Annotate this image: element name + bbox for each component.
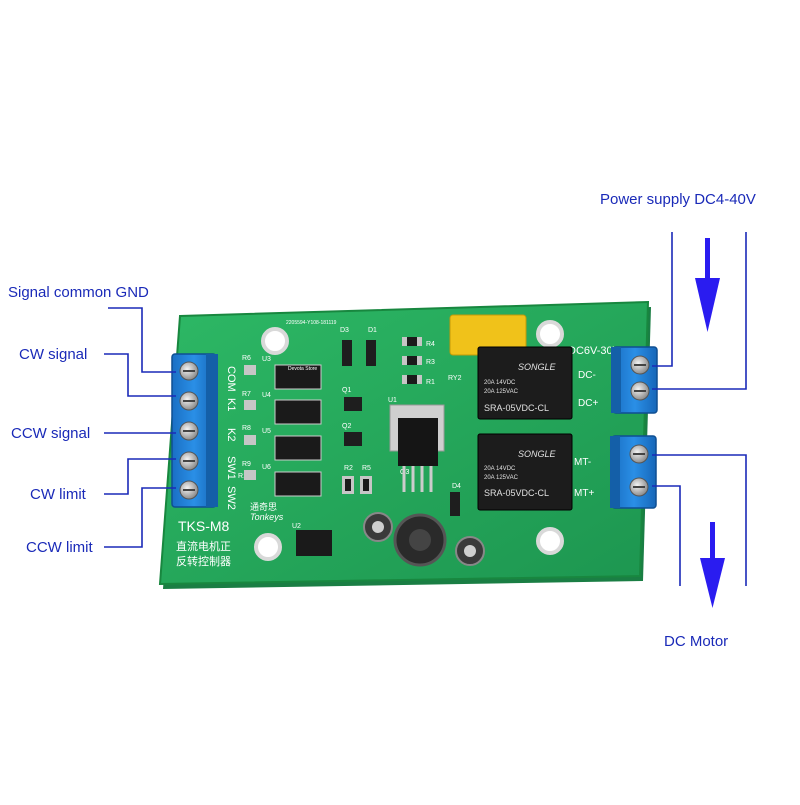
svg-text:RY2: RY2 xyxy=(448,375,462,382)
motor-arrow-icon xyxy=(700,522,725,608)
mounting-holes xyxy=(254,320,564,561)
optocoupler-row: Devota Store xyxy=(274,364,322,497)
leader-signal-gnd xyxy=(108,307,176,373)
mt-minus-text: MT- xyxy=(574,457,591,468)
cw-limit-label: CW limit xyxy=(30,486,86,503)
svg-text:R3: R3 xyxy=(426,359,435,366)
svg-text:D1: D1 xyxy=(368,327,377,334)
power-supply-label: Power supply DC4-40V xyxy=(600,191,756,208)
svg-text:D3: D3 xyxy=(340,327,349,334)
motor-terminal-block xyxy=(610,435,657,509)
leader-power-plus xyxy=(652,232,747,390)
pin-label-k2: K2 xyxy=(225,428,237,441)
smd-components xyxy=(244,337,460,556)
board-chinese-line2: 反转控制器 xyxy=(176,554,231,568)
svg-text:R7: R7 xyxy=(242,391,251,398)
ccw-limit-label: CCW limit xyxy=(26,539,93,556)
pin-label-sw1: SW1 xyxy=(225,456,237,480)
svg-text:R4: R4 xyxy=(426,341,435,348)
svg-text:R8: R8 xyxy=(242,425,251,432)
board-model-text: TKS-M8 xyxy=(178,518,230,534)
input-terminal-block xyxy=(171,353,218,508)
leader-cw-limit xyxy=(104,458,176,495)
svg-text:U3: U3 xyxy=(262,356,271,363)
svg-text:R9: R9 xyxy=(242,461,251,468)
svg-text:20A 14VDC: 20A 14VDC xyxy=(484,466,516,472)
input-pin-labels: COM K1 K2 SW1 SW2 xyxy=(225,366,237,510)
board-brand-text: Tonkeys xyxy=(250,512,284,522)
dc-minus-text: DC- xyxy=(578,370,596,381)
leader-motor-plus xyxy=(652,485,681,586)
svg-text:U1: U1 xyxy=(388,397,397,404)
ccw-signal-label: CCW signal xyxy=(11,425,91,442)
relay-upper: SONGLE 20A 14VDC 20A 125VAC SRA-05VDC-CL xyxy=(477,346,573,420)
voltage-regulator xyxy=(389,404,445,492)
pin-label-sw2: SW2 xyxy=(225,486,237,510)
power-components xyxy=(363,512,485,567)
svg-text:R6: R6 xyxy=(242,355,251,362)
svg-text:U5: U5 xyxy=(262,428,271,435)
board-serial-text: 2205594-Y108-181119 xyxy=(286,320,337,326)
leader-lines xyxy=(104,232,747,586)
power-terminal-block xyxy=(611,346,658,414)
svg-text:R1: R1 xyxy=(426,379,435,386)
supply-range-text: DC6V-30V xyxy=(568,345,621,357)
svg-text:U4: U4 xyxy=(262,392,271,399)
svg-text:U2: U2 xyxy=(292,523,301,530)
leader-ccw-limit xyxy=(104,487,176,548)
cw-signal-label: CW signal xyxy=(19,346,88,363)
pin-label-k1: K1 xyxy=(225,398,237,411)
svg-text:R5: R5 xyxy=(362,465,371,472)
dc-motor-label: DC Motor xyxy=(664,633,729,650)
svg-text:R2: R2 xyxy=(344,465,353,472)
dc-plus-text: DC+ xyxy=(578,398,598,409)
leader-motor-minus xyxy=(652,454,747,586)
pin-label-com: COM xyxy=(225,366,237,392)
svg-text:20A 14VDC: 20A 14VDC xyxy=(484,380,516,386)
svg-text:U6: U6 xyxy=(262,464,271,471)
svg-text:SRA-05VDC-CL: SRA-05VDC-CL xyxy=(484,403,549,413)
store-watermark: Devota Store xyxy=(288,366,317,372)
svg-text:20A 125VAC: 20A 125VAC xyxy=(484,475,519,481)
svg-text:D4: D4 xyxy=(452,483,461,490)
relay-lower: SONGLE 20A 14VDC 20A 125VAC SRA-05VDC-CL xyxy=(477,433,573,511)
svg-text:Q1: Q1 xyxy=(342,387,351,394)
svg-text:SONGLE: SONGLE xyxy=(518,449,557,459)
svg-text:Q2: Q2 xyxy=(342,423,351,430)
board-chinese-line1: 直流电机正 xyxy=(176,539,231,553)
power-arrow-icon xyxy=(695,238,720,332)
svg-text:SRA-05VDC-CL: SRA-05VDC-CL xyxy=(484,488,549,498)
mt-plus-text: MT+ xyxy=(574,488,594,499)
board-chinese-brand: 通奇思 xyxy=(250,501,277,512)
leader-cw-signal xyxy=(104,353,176,397)
svg-text:20A 125VAC: 20A 125VAC xyxy=(484,389,519,395)
leader-power-minus xyxy=(652,232,673,367)
board-silkscreen: TKS-M8 Tonkeys 通奇思 直流电机正 反转控制器 2205594-Y… xyxy=(176,320,621,568)
svg-text:SONGLE: SONGLE xyxy=(518,362,557,372)
signal-common-gnd-label: Signal common GND xyxy=(8,284,149,301)
input-screws xyxy=(179,361,199,500)
